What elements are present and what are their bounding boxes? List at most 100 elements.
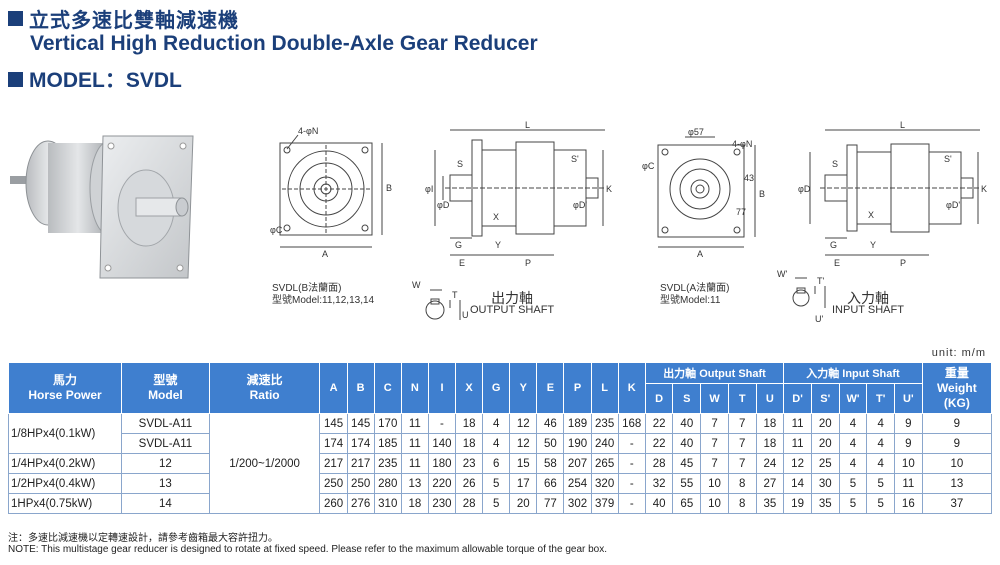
value-cell: 20	[810, 433, 840, 454]
value-cell: 10	[893, 453, 923, 474]
value-cell: 140	[427, 433, 457, 454]
a-k-label: K	[981, 184, 987, 194]
dim-header: X	[455, 362, 484, 414]
b-x-label: X	[493, 212, 499, 222]
value-cell: 40	[672, 433, 702, 454]
b-k-label: K	[606, 184, 612, 194]
value-cell: 11	[400, 413, 429, 434]
value-cell: -	[617, 493, 646, 514]
input-shaft-header: 入力軸 Input Shaft	[783, 362, 923, 384]
value-cell: 23	[455, 453, 484, 474]
value-cell: 12	[783, 453, 812, 474]
model-cell: 13	[121, 473, 210, 494]
value-cell: 16	[893, 493, 923, 514]
a-77-label: 77	[736, 207, 746, 217]
value-cell: 40	[672, 413, 702, 434]
value-cell: 168	[617, 413, 646, 434]
input-col-header: S'	[810, 383, 840, 414]
b-s2-label: S'	[571, 154, 579, 164]
input-w-label: W'	[777, 269, 787, 279]
value-cell: 9	[893, 413, 923, 434]
b-caption: SVDL(B法蘭面) 型號Model:11,12,13,14	[272, 283, 375, 306]
value-cell: 250	[319, 473, 348, 494]
output-col-header: W	[700, 383, 729, 414]
value-cell: 19	[783, 493, 812, 514]
value-cell: 11	[400, 433, 429, 454]
b-s-label: S	[457, 159, 463, 169]
value-cell: 207	[563, 453, 592, 474]
model-cell: 12	[121, 453, 210, 474]
a-x-label: X	[868, 210, 874, 220]
a-g-label: G	[830, 240, 837, 250]
value-cell: 14	[783, 473, 812, 494]
value-cell: 58	[536, 453, 565, 474]
dim-header: E	[536, 362, 565, 414]
a-d2-label: φD'	[946, 200, 960, 210]
value-cell: 145	[319, 413, 348, 434]
value-cell: 260	[319, 493, 348, 514]
value-cell: 46	[536, 413, 565, 434]
b-p-label: P	[525, 258, 531, 268]
value-cell: 4	[838, 453, 868, 474]
a-c-label: φC	[642, 161, 655, 171]
flange-a-front-view: φ57 4-φN φC 43 77 A B	[642, 127, 765, 259]
output-shaft-detail: W T U	[412, 280, 469, 320]
output-t-label: T	[452, 290, 458, 300]
value-cell: 11	[783, 433, 812, 454]
model-cell: SVDL-A11	[121, 433, 210, 454]
english-title: Vertical High Reduction Double-Axle Gear…	[30, 32, 538, 55]
value-cell: 250	[346, 473, 375, 494]
value-cell: 40	[644, 493, 674, 514]
dim-header: G	[482, 362, 511, 414]
value-cell: 66	[536, 473, 565, 494]
value-cell: 12	[509, 433, 538, 454]
value-cell: 11	[783, 413, 812, 434]
a-d57-label: φ57	[688, 127, 704, 137]
value-cell: 10	[921, 453, 993, 474]
value-cell: 189	[563, 413, 592, 434]
value-cell: 18	[755, 433, 785, 454]
a-a-label: A	[697, 249, 703, 259]
value-cell: 302	[563, 493, 592, 514]
model-heading: MODEL：SVDL	[8, 64, 182, 94]
dim-header: P	[563, 362, 592, 414]
spec-table: 馬力 Horse Power 型號 Model 減速比 Ratio A B C …	[7, 362, 993, 514]
value-cell: 185	[373, 433, 402, 454]
hp-cell: 1HPx4(0.75kW)	[7, 493, 123, 514]
dim-header: Y	[509, 362, 538, 414]
input-col-header: W'	[838, 383, 868, 414]
b-b-label: B	[386, 183, 392, 193]
a-43-label: 43	[744, 173, 754, 183]
value-cell: 9	[921, 433, 993, 454]
input-shaft-caption: 入力軸 INPUT SHAFT	[832, 290, 904, 316]
value-cell: 276	[346, 493, 375, 514]
dim-header: N	[400, 362, 429, 414]
value-cell: 310	[373, 493, 402, 514]
value-cell: 15	[509, 453, 538, 474]
a-p-label: P	[900, 258, 906, 268]
value-cell: 230	[427, 493, 457, 514]
input-shaft-detail: W' T' U'	[777, 269, 826, 324]
hp-header: 馬力 Horse Power	[7, 362, 123, 414]
value-cell: 265	[590, 453, 619, 474]
value-cell: 5	[866, 473, 895, 494]
value-cell: 20	[810, 413, 840, 434]
value-cell: 37	[921, 493, 993, 514]
value-cell: 12	[509, 413, 538, 434]
value-cell: 28	[455, 493, 484, 514]
value-cell: 4	[838, 433, 868, 454]
title-cn-text: 立式多速比雙軸減速機	[29, 8, 239, 32]
a-y-label: Y	[870, 240, 876, 250]
value-cell: 220	[427, 473, 457, 494]
value-cell: 217	[319, 453, 348, 474]
model-header: 型號 Model	[121, 362, 210, 414]
value-cell: 8	[727, 473, 757, 494]
value-cell: 28	[644, 453, 674, 474]
value-cell: 18	[400, 493, 429, 514]
output-u-label: U	[462, 310, 469, 320]
output-w-label: W	[412, 280, 421, 290]
b-c-label: φC	[270, 225, 283, 235]
